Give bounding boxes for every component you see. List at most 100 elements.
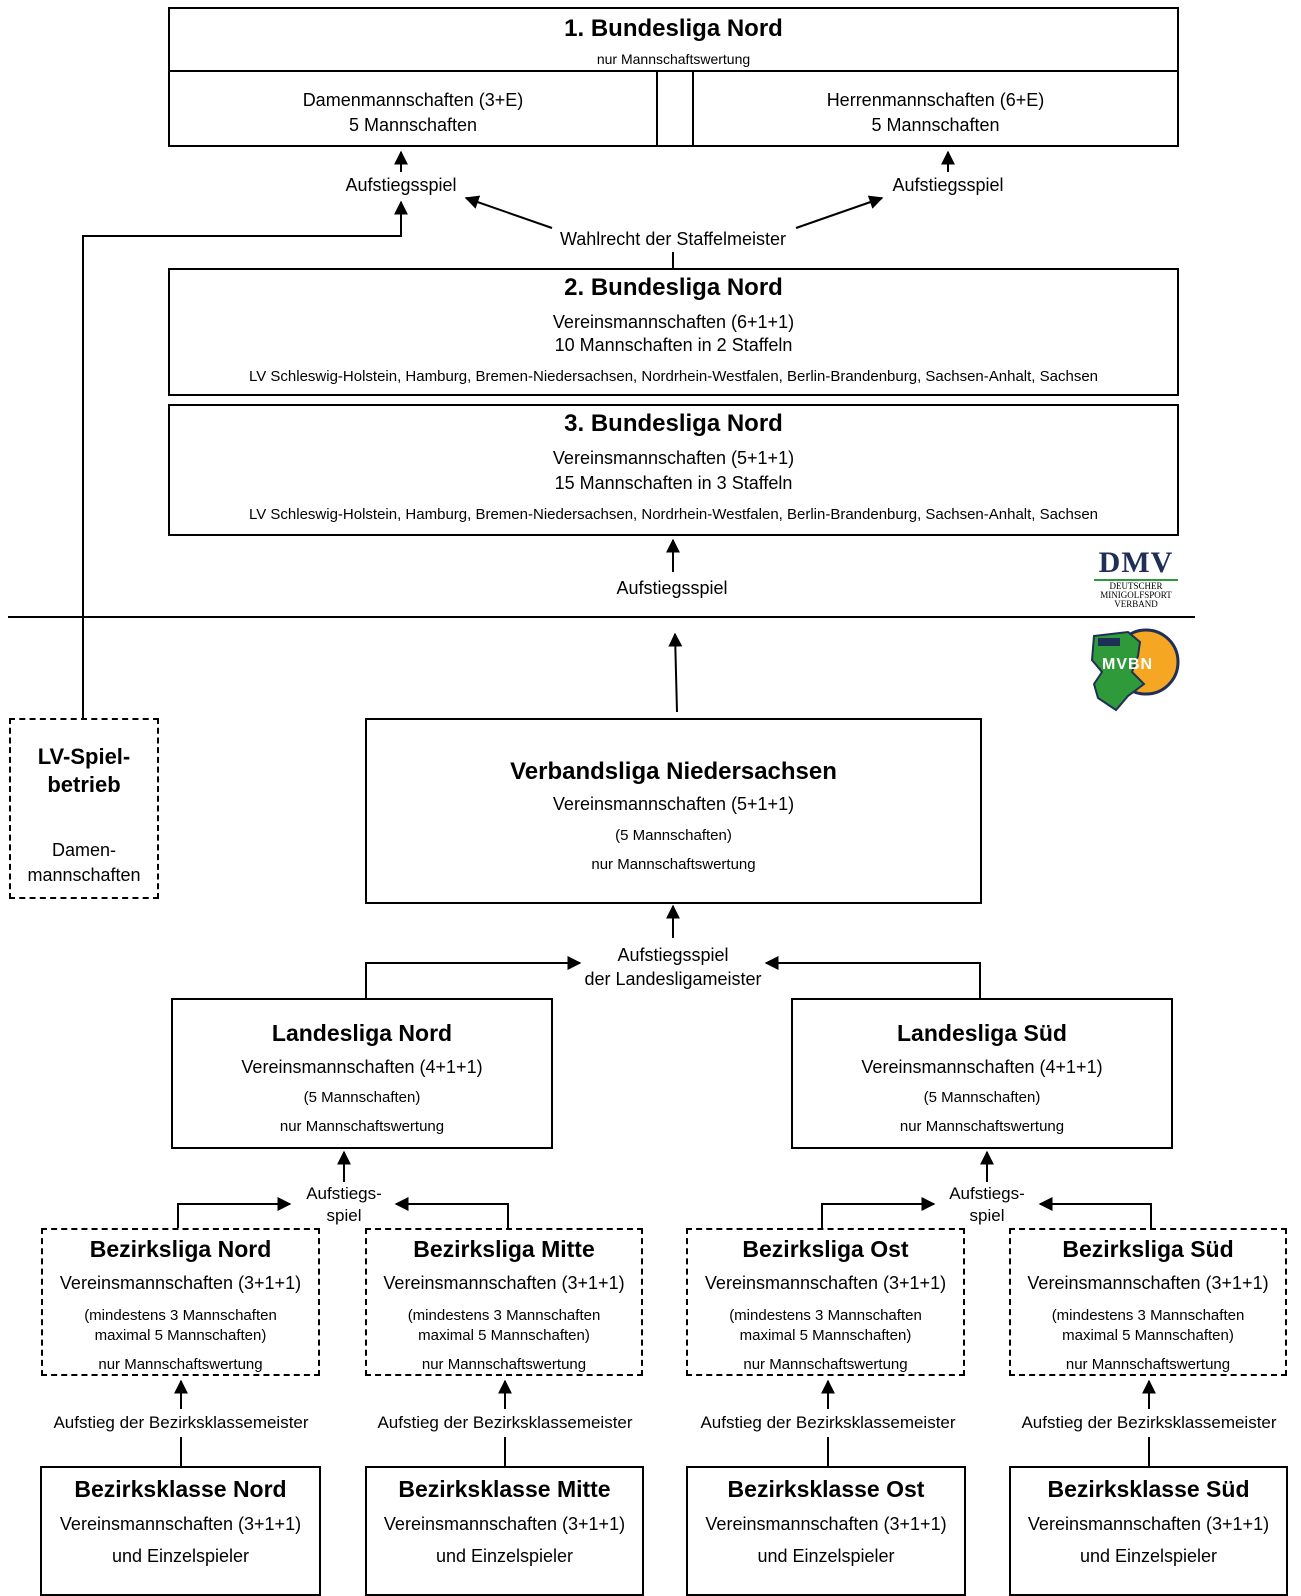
bezirksliga-nord-line3: maximal 5 Mannschaften) [94, 1327, 267, 1344]
arrow-from-vl [668, 632, 683, 713]
bundesliga-1-subtitle: nur Mannschaftswertung [596, 51, 751, 67]
landesliga-sued-line2: (5 Mannschaften) [923, 1089, 1041, 1106]
bezirksklasse-mitte-box: Bezirksklasse Mitte Vereinsmannschaften … [365, 1466, 644, 1596]
ll-sued-connector [764, 956, 981, 998]
landesliga-sued-line1: Vereinsmannschaften (4+1+1) [861, 1057, 1103, 1077]
bezirksliga-mitte-line2: (mindestens 3 Mannschaften [407, 1307, 601, 1324]
ll-nord-connector [365, 956, 582, 998]
bundesliga-3-box: 3. Bundesliga Nord Vereinsmannschaften (… [168, 404, 1179, 536]
bezirksliga-sued-box: Bezirksliga Süd Vereinsmannschaften (3+1… [1009, 1228, 1287, 1376]
bezirksklasse-mitte-title: Bezirksklasse Mitte [398, 1476, 611, 1502]
lv-text-line2: mannschaften [27, 865, 141, 885]
women-teams-line1: Damenmannschaften (3+E) [302, 90, 524, 110]
verbandsliga-line1: Vereinsmannschaften (5+1+1) [552, 794, 795, 814]
bundesliga-3-line1: Vereinsmannschaften (5+1+1) [552, 448, 795, 468]
dmv-logo-rule [1094, 579, 1178, 581]
bundesliga-2-title: 2. Bundesliga Nord [564, 274, 783, 301]
bezirksliga-sued-title: Bezirksliga Süd [1062, 1236, 1234, 1262]
bezirksklasse-sued-box: Bezirksklasse Süd Vereinsmannschaften (3… [1009, 1466, 1288, 1596]
bezirksliga-ost-box: Bezirksliga Ost Vereinsmannschaften (3+1… [686, 1228, 965, 1376]
bezirksklasse-sued-line1: Vereinsmannschaften (3+1+1) [1027, 1514, 1270, 1534]
bundesliga-2-box: 2. Bundesliga Nord Vereinsmannschaften (… [168, 268, 1179, 396]
lv-title-line2: betrieb [47, 772, 121, 797]
arrow-choice-left [464, 195, 553, 229]
bundesliga-3-regions: LV Schleswig-Holstein, Hamburg, Bremen-N… [248, 506, 1099, 523]
landesliga-nord-line3: nur Mannschaftswertung [279, 1118, 445, 1135]
bezirksklasse-ost-title: Bezirksklasse Ost [727, 1476, 925, 1502]
bundesliga-3-title: 3. Bundesliga Nord [564, 410, 783, 437]
landesliga-sued-title: Landesliga Süd [897, 1020, 1067, 1046]
ll-promo-line2: der Landesligameister [584, 969, 762, 989]
bezirksliga-mitte-line3: maximal 5 Mannschaften) [418, 1327, 590, 1344]
women-teams-line2: 5 Mannschaften [348, 115, 478, 135]
landesliga-nord-title: Landesliga Nord [271, 1020, 453, 1046]
verbandsliga-line2: (5 Mannschaften) [615, 827, 732, 844]
landesliga-sued-line3: nur Mannschaftswertung [899, 1118, 1065, 1135]
mvbn-logo-mark: MVBN [1102, 656, 1154, 673]
lv-title-line1: LV-Spiel- [37, 744, 131, 769]
landesliga-sued-box: Landesliga Süd Vereinsmannschaften (4+1+… [791, 998, 1173, 1149]
bundesliga-2-line2: 10 Mannschaften in 2 Staffeln [554, 335, 793, 355]
bundesliga-1-box: 1. Bundesliga Nord nur Mannschaftswertun… [168, 7, 1179, 147]
bzl-sued-connector [1038, 1197, 1152, 1228]
bezirksklasse-sued-title: Bezirksklasse Süd [1047, 1476, 1250, 1502]
bezirksliga-ost-line3: maximal 5 Mannschaften) [739, 1327, 912, 1344]
dmv-logo-line2: MINIGOLFSPORT [1100, 590, 1172, 600]
verbandsliga-line3: nur Mannschaftswertung [591, 856, 756, 873]
bzl-promo-nord-line1: Aufstiegs- [306, 1184, 382, 1203]
bezirksliga-nord-title: Bezirksliga Nord [89, 1236, 272, 1262]
bezirksliga-nord-box: Bezirksliga Nord Vereinsmannschaften (3+… [41, 1228, 320, 1376]
bezirksliga-sued-line1: Vereinsmannschaften (3+1+1) [1027, 1273, 1269, 1293]
bk-promo-sued: Aufstieg der Bezirksklassemeister [1021, 1413, 1277, 1432]
bezirksliga-nord-line4: nur Mannschaftswertung [98, 1356, 263, 1373]
lv-connector [82, 200, 408, 718]
bundesliga-2-line1: Vereinsmannschaften (6+1+1) [552, 312, 795, 332]
bezirksklasse-nord-title: Bezirksklasse Nord [74, 1476, 287, 1502]
bzl-mitte-connector [394, 1197, 509, 1228]
bezirksliga-ost-line1: Vereinsmannschaften (3+1+1) [704, 1273, 947, 1293]
promo-bl3-label: Aufstiegsspiel [616, 578, 728, 598]
landesliga-nord-line1: Vereinsmannschaften (4+1+1) [241, 1057, 483, 1077]
bezirksliga-mitte-title: Bezirksliga Mitte [413, 1236, 595, 1262]
bezirksliga-mitte-line4: nur Mannschaftswertung [421, 1356, 587, 1373]
bk-promo-mitte: Aufstieg der Bezirksklassemeister [377, 1413, 633, 1432]
bezirksliga-ost-line4: nur Mannschaftswertung [743, 1356, 908, 1373]
bzl-ost-connector [821, 1197, 936, 1228]
bezirksklasse-nord-box: Bezirksklasse Nord Vereinsmannschaften (… [40, 1466, 321, 1596]
verbandsliga-title: Verbandsliga Niedersachsen [510, 758, 837, 785]
dmv-logo: DMV DEUTSCHER MINIGOLFSPORT VERBAND [1090, 548, 1182, 610]
bezirksliga-nord-line2: (mindestens 3 Mannschaften [84, 1307, 277, 1324]
mvbn-logo: MVBN [1088, 626, 1182, 714]
bezirksliga-sued-line2: (mindestens 3 Mannschaften [1051, 1307, 1245, 1324]
bezirksliga-sued-line4: nur Mannschaftswertung [1065, 1356, 1231, 1373]
men-teams-line2: 5 Mannschaften [871, 115, 1000, 135]
men-teams-line1: Herrenmannschaften (6+E) [826, 90, 1045, 110]
ll-promo-line1: Aufstiegsspiel [617, 945, 729, 965]
bezirksklasse-nord-line2: und Einzelspieler [111, 1546, 250, 1566]
bk-promo-nord: Aufstieg der Bezirksklassemeister [53, 1413, 309, 1432]
bundesliga-3-line2: 15 Mannschaften in 3 Staffeln [554, 473, 793, 493]
bezirksklasse-ost-box: Bezirksklasse Ost Vereinsmannschaften (3… [686, 1466, 966, 1596]
dmv-logo-line3: VERBAND [1114, 599, 1158, 609]
bundesliga-1-divider [170, 70, 1177, 72]
landesliga-nord-line2: (5 Mannschaften) [303, 1089, 421, 1106]
bundesliga-1-gap-left [656, 70, 658, 145]
bezirksliga-sued-line3: maximal 5 Mannschaften) [1062, 1327, 1234, 1344]
verbandsliga-box: Verbandsliga Niedersachsen Vereinsmannsc… [365, 718, 982, 904]
bezirksliga-mitte-line1: Vereinsmannschaften (3+1+1) [383, 1273, 625, 1293]
dmv-logo-line1: DEUTSCHER [1109, 581, 1163, 591]
bezirksklasse-sued-line2: und Einzelspieler [1079, 1546, 1218, 1566]
mvbn-logo-shape [1090, 628, 1180, 712]
promo-right-label: Aufstiegsspiel [892, 175, 1004, 195]
landesliga-nord-box: Landesliga Nord Vereinsmannschaften (4+1… [171, 998, 553, 1149]
bezirksklasse-mitte-line2: und Einzelspieler [435, 1546, 574, 1566]
promo-left-label: Aufstiegsspiel [345, 175, 457, 195]
bezirksklasse-nord-line1: Vereinsmannschaften (3+1+1) [59, 1514, 302, 1534]
bezirksliga-ost-line2: (mindestens 3 Mannschaften [729, 1307, 922, 1324]
bk-promo-ost: Aufstieg der Bezirksklassemeister [700, 1413, 956, 1432]
bundesliga-1-title: 1. Bundesliga Nord [564, 15, 783, 42]
bzl-promo-sued-line1: Aufstiegs- [949, 1184, 1025, 1203]
bezirksklasse-ost-line1: Vereinsmannschaften (3+1+1) [705, 1514, 947, 1534]
bundesliga-1-gap-right [692, 70, 694, 145]
